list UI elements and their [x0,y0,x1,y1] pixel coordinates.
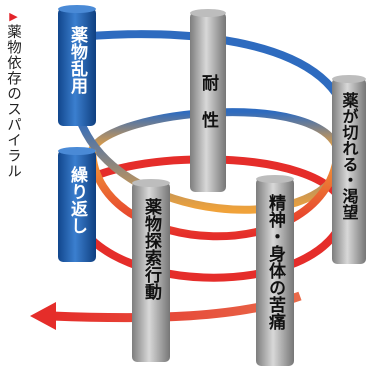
pillar-repeat: 繰り返し [58,147,96,262]
orange-ring-front [88,149,342,241]
pillar-repeat-label: 繰り返し [67,165,88,234]
pillar-suffering-label: 精神・身体の苦痛 [265,193,286,331]
pillar-craving-label: 薬が切れる・渇望 [340,91,360,220]
pillar-misuse-label: 薬物乱用 [67,26,88,95]
caption-marker-icon: ▶ [7,10,20,24]
pillar-seeking: 薬物探索行動 [132,179,170,362]
pillar-misuse: 薬物乱用 [58,5,96,126]
pillar-tolerance: 耐 性 [190,9,226,192]
caption-text: 薬物依存のスパイラル [5,24,21,179]
pillar-suffering: 精神・身体の苦痛 [256,175,294,366]
diagram-caption: ▶薬物依存のスパイラル [4,10,22,179]
pillar-tolerance-label: 耐 性 [198,73,219,129]
pillar-seeking-label: 薬物探索行動 [141,198,163,301]
pillar-craving: 薬が切れる・渇望 [332,75,366,264]
